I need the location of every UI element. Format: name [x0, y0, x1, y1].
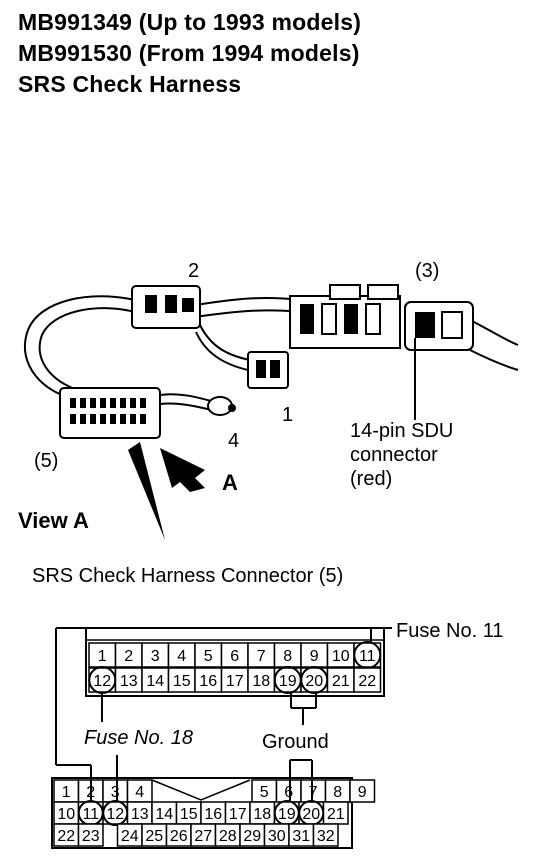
- lower-cell-9: [349, 779, 376, 803]
- lower-pin-4: 4: [135, 784, 144, 801]
- label-5: (5): [34, 450, 59, 472]
- sdu-label-1: 14-pin SDU: [350, 420, 454, 442]
- upper-pin-11: 11: [359, 648, 376, 665]
- title-line-2: MB991530 (From 1994 models): [18, 40, 360, 66]
- lower-pin-8: 8: [333, 784, 342, 801]
- lower-pin-21: 21: [327, 806, 345, 823]
- upper-cell-5: [194, 642, 223, 668]
- lower-pin-6: 6: [284, 784, 293, 801]
- upper-pin-4: 4: [177, 648, 186, 665]
- lower-pin-11: 11: [82, 806, 99, 823]
- ground-callout: Ground: [262, 731, 329, 753]
- lower-pin-22: 22: [57, 828, 75, 845]
- lower-cell-23: [77, 823, 104, 847]
- lower-cell-32: [312, 823, 339, 847]
- lower-pin-18: 18: [253, 806, 271, 823]
- upper-pin-7: 7: [257, 648, 266, 665]
- upper-cell-22: [353, 667, 382, 693]
- upper-pin-21: 21: [332, 673, 350, 690]
- lower-pin-24: 24: [121, 828, 139, 845]
- lower-pin-29: 29: [243, 828, 261, 845]
- lower-pin-9: 9: [358, 784, 367, 801]
- fuse-11-callout: Fuse No. 11: [396, 620, 504, 642]
- upper-pin-17: 17: [226, 673, 244, 690]
- upper-cell-7: [247, 642, 276, 668]
- fuse-18-callout: Fuse No. 18: [84, 727, 193, 749]
- upper-cell-4: [167, 642, 196, 668]
- harness-illustration: [23, 284, 519, 540]
- upper-pin-22: 22: [358, 673, 376, 690]
- upper-pin-13: 13: [120, 673, 138, 690]
- lower-pin-5: 5: [260, 784, 269, 801]
- lower-pin-19: 19: [278, 806, 296, 823]
- lower-connector-housing: [51, 777, 353, 849]
- upper-pin-1: 1: [98, 648, 107, 665]
- lower-pin-26: 26: [170, 828, 188, 845]
- lower-pin-3: 3: [111, 784, 120, 801]
- upper-cell-8: [273, 642, 302, 668]
- upper-pin-15: 15: [173, 673, 191, 690]
- upper-pin-8: 8: [283, 648, 292, 665]
- lower-pin-1: 1: [62, 784, 71, 801]
- lower-pin-7: 7: [309, 784, 318, 801]
- lower-pin-16: 16: [204, 806, 222, 823]
- upper-pin-16: 16: [199, 673, 217, 690]
- view-a-label: View A: [18, 508, 89, 533]
- lower-pin-28: 28: [219, 828, 237, 845]
- label-a: A: [222, 470, 238, 495]
- lower-pin-25: 25: [145, 828, 163, 845]
- label-4: 4: [228, 430, 240, 452]
- title-line-3: SRS Check Harness: [18, 71, 242, 97]
- upper-pin-14: 14: [146, 673, 164, 690]
- upper-pin-18: 18: [252, 673, 270, 690]
- lower-pin-15: 15: [180, 806, 198, 823]
- upper-pin-12: 12: [93, 673, 111, 690]
- sdu-label-3: (red): [350, 468, 393, 490]
- label-1: 1: [282, 404, 294, 426]
- upper-cell-15: [167, 667, 196, 693]
- lower-pin-31: 31: [292, 828, 310, 845]
- upper-pin-2: 2: [124, 648, 133, 665]
- upper-pin-10: 10: [332, 648, 350, 665]
- lower-pin-10: 10: [57, 806, 75, 823]
- upper-pin-9: 9: [310, 648, 319, 665]
- lower-pin-14: 14: [155, 806, 173, 823]
- lower-pin-13: 13: [131, 806, 149, 823]
- upper-pin-5: 5: [204, 648, 213, 665]
- upper-pin-3: 3: [151, 648, 160, 665]
- upper-cell-17: [220, 667, 249, 693]
- lower-connector-key: [151, 779, 251, 801]
- upper-pin-6: 6: [230, 648, 239, 665]
- connector-caption: SRS Check Harness Connector (5): [32, 565, 344, 587]
- lower-pin-20: 20: [302, 806, 320, 823]
- upper-pin-20: 20: [305, 673, 323, 690]
- title-line-1: MB991349 (Up to 1993 models): [18, 9, 362, 35]
- upper-pin-19: 19: [279, 673, 297, 690]
- label-2: 2: [188, 260, 200, 282]
- label-3: (3): [415, 260, 440, 282]
- lower-pin-23: 23: [82, 828, 100, 845]
- lower-pin-32: 32: [317, 828, 335, 845]
- sdu-label-2: connector: [350, 444, 438, 466]
- lower-pin-17: 17: [229, 806, 247, 823]
- upper-cell-21: [326, 667, 355, 693]
- lower-pin-12: 12: [106, 806, 124, 823]
- lower-pin-30: 30: [268, 828, 286, 845]
- lower-pin-27: 27: [194, 828, 212, 845]
